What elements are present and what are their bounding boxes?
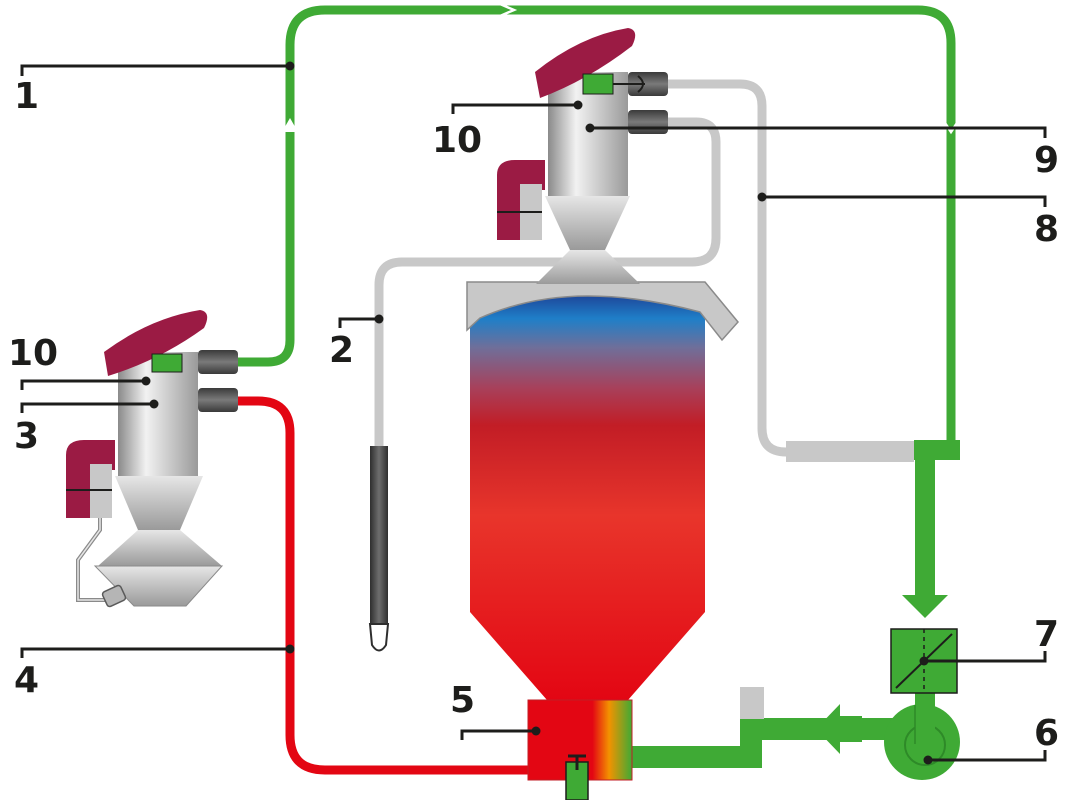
machine-receiver xyxy=(66,310,238,608)
silo-lid xyxy=(466,281,739,342)
leader-8 xyxy=(762,195,1047,207)
vent-hose xyxy=(668,79,915,457)
machine-cone-upper xyxy=(115,476,203,530)
red-conveying-line xyxy=(238,396,530,775)
machine-body xyxy=(118,352,198,476)
receiver-sensor xyxy=(582,73,614,95)
leader-9 xyxy=(590,126,1047,138)
receiver-cone-lower xyxy=(536,250,640,284)
machine-upper-port xyxy=(198,350,238,374)
leader-3 xyxy=(20,402,154,413)
label-5: 5 xyxy=(450,680,475,721)
flow-arrow-right-icon xyxy=(499,2,518,18)
machine-valve-fitting xyxy=(101,584,127,608)
leader-1 xyxy=(20,64,290,76)
leader-1-dot xyxy=(285,61,295,71)
label-1: 1 xyxy=(14,76,39,117)
label-4: 4 xyxy=(14,660,39,701)
label-3: 3 xyxy=(14,416,39,457)
leader-4 xyxy=(20,647,290,658)
blower-outlet-line xyxy=(630,687,910,768)
machine-cone-lower xyxy=(98,530,222,566)
storage-silo xyxy=(466,281,739,700)
bypass-stub xyxy=(740,687,764,719)
green-duct-descent xyxy=(915,440,935,595)
label-6: 6 xyxy=(1034,713,1059,754)
leader-7 xyxy=(924,651,1047,663)
machine-pneumatic-tube-inner xyxy=(77,518,112,601)
leader-lines xyxy=(20,61,1047,765)
leader-3-dot xyxy=(149,399,159,409)
leader-2-dot xyxy=(374,314,384,324)
receiver-upper-port xyxy=(628,72,668,96)
leader-9-dot xyxy=(585,123,595,133)
receiver-motor-elbow xyxy=(497,160,545,240)
label-10-left: 10 xyxy=(8,333,58,374)
machine-lower-port xyxy=(198,388,238,412)
green-line-loop xyxy=(238,5,956,452)
leader-6 xyxy=(928,750,1047,762)
leader-5 xyxy=(460,729,536,740)
label-9: 9 xyxy=(1034,140,1059,181)
green-feed-duct xyxy=(630,746,762,768)
blower-unit xyxy=(884,700,960,780)
machine-motor-elbow xyxy=(66,440,115,518)
leader-5-dot xyxy=(531,726,541,736)
lance-tube xyxy=(370,446,388,624)
machine-sensor xyxy=(151,353,183,373)
flow-arrow-down-icon xyxy=(941,119,961,135)
hose-connector xyxy=(786,441,914,462)
silo-body xyxy=(470,290,705,700)
label-2: 2 xyxy=(329,330,354,371)
suction-hose-lance xyxy=(374,117,721,450)
leader-10-top-dot xyxy=(573,100,583,110)
rotary-feeder xyxy=(527,699,633,800)
leader-8-dot xyxy=(757,192,767,202)
label-8: 8 xyxy=(1034,209,1059,250)
lance-tip xyxy=(368,623,390,652)
blower-inlet xyxy=(915,700,935,748)
flow-arrow-down-big-icon xyxy=(902,595,948,618)
flow-arrow-left-icon xyxy=(816,704,862,754)
label-10-top: 10 xyxy=(432,120,482,161)
machine-hood xyxy=(104,310,208,376)
flow-arrow-up-icon xyxy=(282,118,298,132)
callout-labels: 1 2 10 3 4 5 10 9 8 7 6 xyxy=(8,76,1059,754)
leader-10-left xyxy=(20,379,146,390)
receiver-lower-port xyxy=(628,110,668,134)
leader-6-dot xyxy=(923,755,933,765)
suction-lance xyxy=(368,446,390,652)
silo-receiver xyxy=(497,28,668,284)
leader-10-left-dot xyxy=(141,376,151,386)
receiver-sensor-arm xyxy=(613,75,645,93)
receiver-hood xyxy=(535,28,636,98)
receiver-cone-upper xyxy=(545,196,630,250)
leader-7-dot xyxy=(919,656,929,666)
leader-2 xyxy=(338,317,379,328)
label-7: 7 xyxy=(1034,614,1059,655)
grey-hose-network xyxy=(374,79,915,462)
leader-10-top xyxy=(451,103,578,114)
leader-4-dot xyxy=(285,644,295,654)
